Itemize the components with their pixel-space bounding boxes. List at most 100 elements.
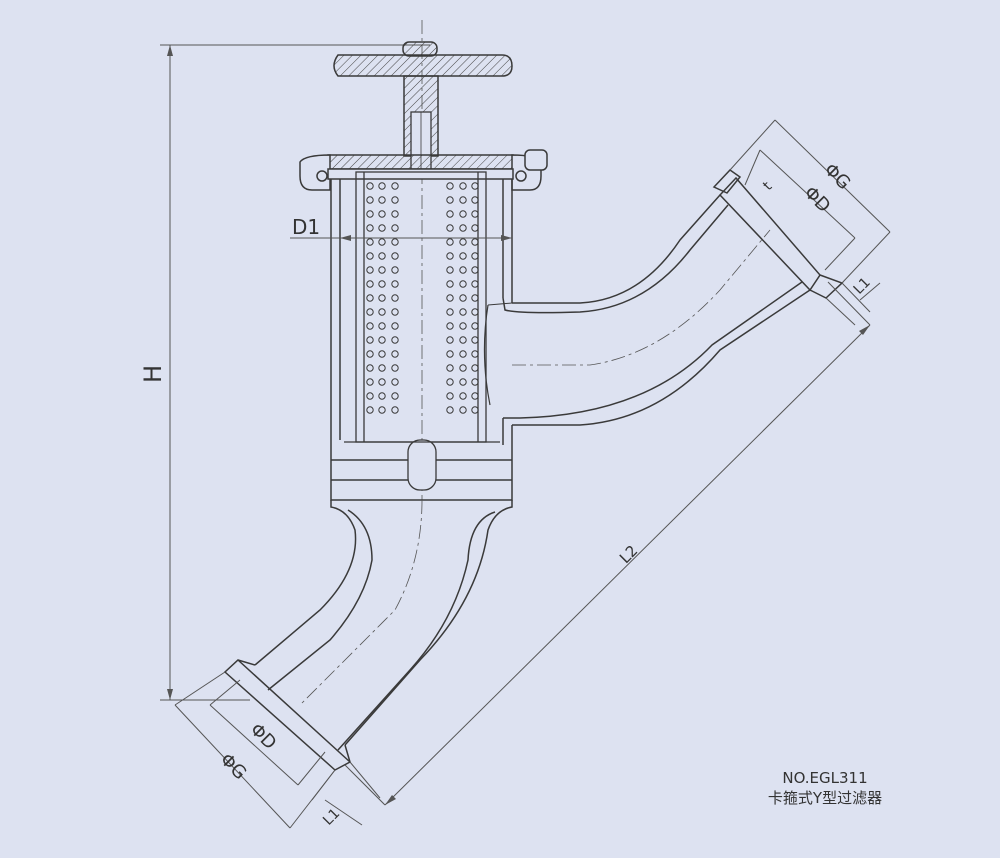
- filter-hole: [459, 196, 467, 204]
- filter-hole: [391, 196, 399, 204]
- outlet-dimensions: [729, 119, 891, 326]
- filter-hole: [391, 210, 399, 218]
- filter-hole: [366, 266, 374, 274]
- inlet-dimensions: [174, 671, 381, 829]
- inlet-inner-diameter-label: ΦD: [246, 719, 281, 754]
- filter-hole: [471, 350, 479, 358]
- filter-hole: [391, 238, 399, 246]
- filter-hole: [366, 182, 374, 190]
- filter-hole: [459, 294, 467, 302]
- filter-hole: [366, 322, 374, 330]
- filter-hole: [391, 364, 399, 372]
- filter-hole: [471, 266, 479, 274]
- filter-hole: [378, 238, 386, 246]
- filter-hole: [459, 406, 467, 414]
- filter-hole: [446, 322, 454, 330]
- d1-dimension: [290, 235, 512, 241]
- inlet-pipe: [223, 500, 513, 771]
- filter-hole: [378, 378, 386, 386]
- filter-hole: [471, 364, 479, 372]
- filter-hole: [366, 238, 374, 246]
- filter-hole: [378, 336, 386, 344]
- filter-hole: [446, 280, 454, 288]
- filter-hole: [459, 308, 467, 316]
- filter-hole: [446, 378, 454, 386]
- outlet-center-line: [512, 229, 771, 366]
- filter-hole: [378, 210, 386, 218]
- filter-hole: [391, 322, 399, 330]
- filter-hole: [378, 406, 386, 414]
- l2-label: L2: [616, 542, 641, 567]
- filter-hole: [378, 322, 386, 330]
- filter-hole: [366, 378, 374, 386]
- filter-hole: [459, 252, 467, 260]
- filter-hole: [446, 406, 454, 414]
- filter-hole: [446, 210, 454, 218]
- filter-hole: [378, 224, 386, 232]
- filter-hole: [459, 182, 467, 190]
- filter-hole: [471, 308, 479, 316]
- filter-hole: [378, 182, 386, 190]
- filter-hole: [366, 294, 374, 302]
- filter-hole: [366, 252, 374, 260]
- height-dimension: [160, 44, 430, 701]
- filter-hole: [366, 224, 374, 232]
- filter-hole: [366, 280, 374, 288]
- filter-hole: [471, 294, 479, 302]
- filter-hole: [391, 308, 399, 316]
- filter-screen: [344, 171, 500, 491]
- filter-hole: [391, 294, 399, 302]
- outlet-outer-diameter-label: ΦG: [820, 159, 855, 194]
- filter-hole: [471, 378, 479, 386]
- filter-hole: [378, 364, 386, 372]
- filter-hole: [366, 210, 374, 218]
- filter-hole: [446, 392, 454, 400]
- filter-hole: [366, 336, 374, 344]
- filter-hole: [459, 378, 467, 386]
- filter-hole: [378, 308, 386, 316]
- filter-hole: [366, 350, 374, 358]
- filter-hole: [446, 294, 454, 302]
- filter-hole: [378, 350, 386, 358]
- filter-holes: [366, 182, 479, 414]
- filter-hole: [391, 266, 399, 274]
- top-cover: [299, 149, 548, 191]
- filter-hole: [471, 196, 479, 204]
- outlet-pipe: [483, 169, 844, 426]
- filter-hole: [459, 364, 467, 372]
- filter-hole: [459, 210, 467, 218]
- product-name: 卡箍式Y型过滤器: [767, 789, 883, 807]
- filter-hole: [378, 252, 386, 260]
- filter-hole: [459, 322, 467, 330]
- filter-hole: [378, 196, 386, 204]
- model-number: NO.EGL311: [782, 769, 868, 787]
- filter-hole: [391, 378, 399, 386]
- filter-hole: [446, 238, 454, 246]
- filter-hole: [459, 280, 467, 288]
- filter-hole: [391, 336, 399, 344]
- filter-hole: [391, 182, 399, 190]
- filter-hole: [378, 392, 386, 400]
- filter-hole: [391, 392, 399, 400]
- filter-hole: [471, 406, 479, 414]
- filter-hole: [446, 336, 454, 344]
- filter-hole: [471, 224, 479, 232]
- filter-hole: [446, 252, 454, 260]
- filter-hole: [391, 224, 399, 232]
- filter-hole: [391, 280, 399, 288]
- filter-hole: [378, 294, 386, 302]
- filter-hole: [459, 224, 467, 232]
- filter-hole: [471, 392, 479, 400]
- filter-hole: [471, 280, 479, 288]
- filter-hole: [391, 252, 399, 260]
- l2-dimension: [344, 281, 871, 806]
- outlet-clamp-length-label: L1: [851, 275, 874, 298]
- filter-hole: [391, 406, 399, 414]
- filter-hole: [446, 182, 454, 190]
- filter-hole: [446, 350, 454, 358]
- height-label: H: [139, 365, 167, 383]
- drawing-caption: NO.EGL311 卡箍式Y型过滤器: [735, 768, 915, 808]
- filter-hole: [446, 196, 454, 204]
- filter-hole: [459, 392, 467, 400]
